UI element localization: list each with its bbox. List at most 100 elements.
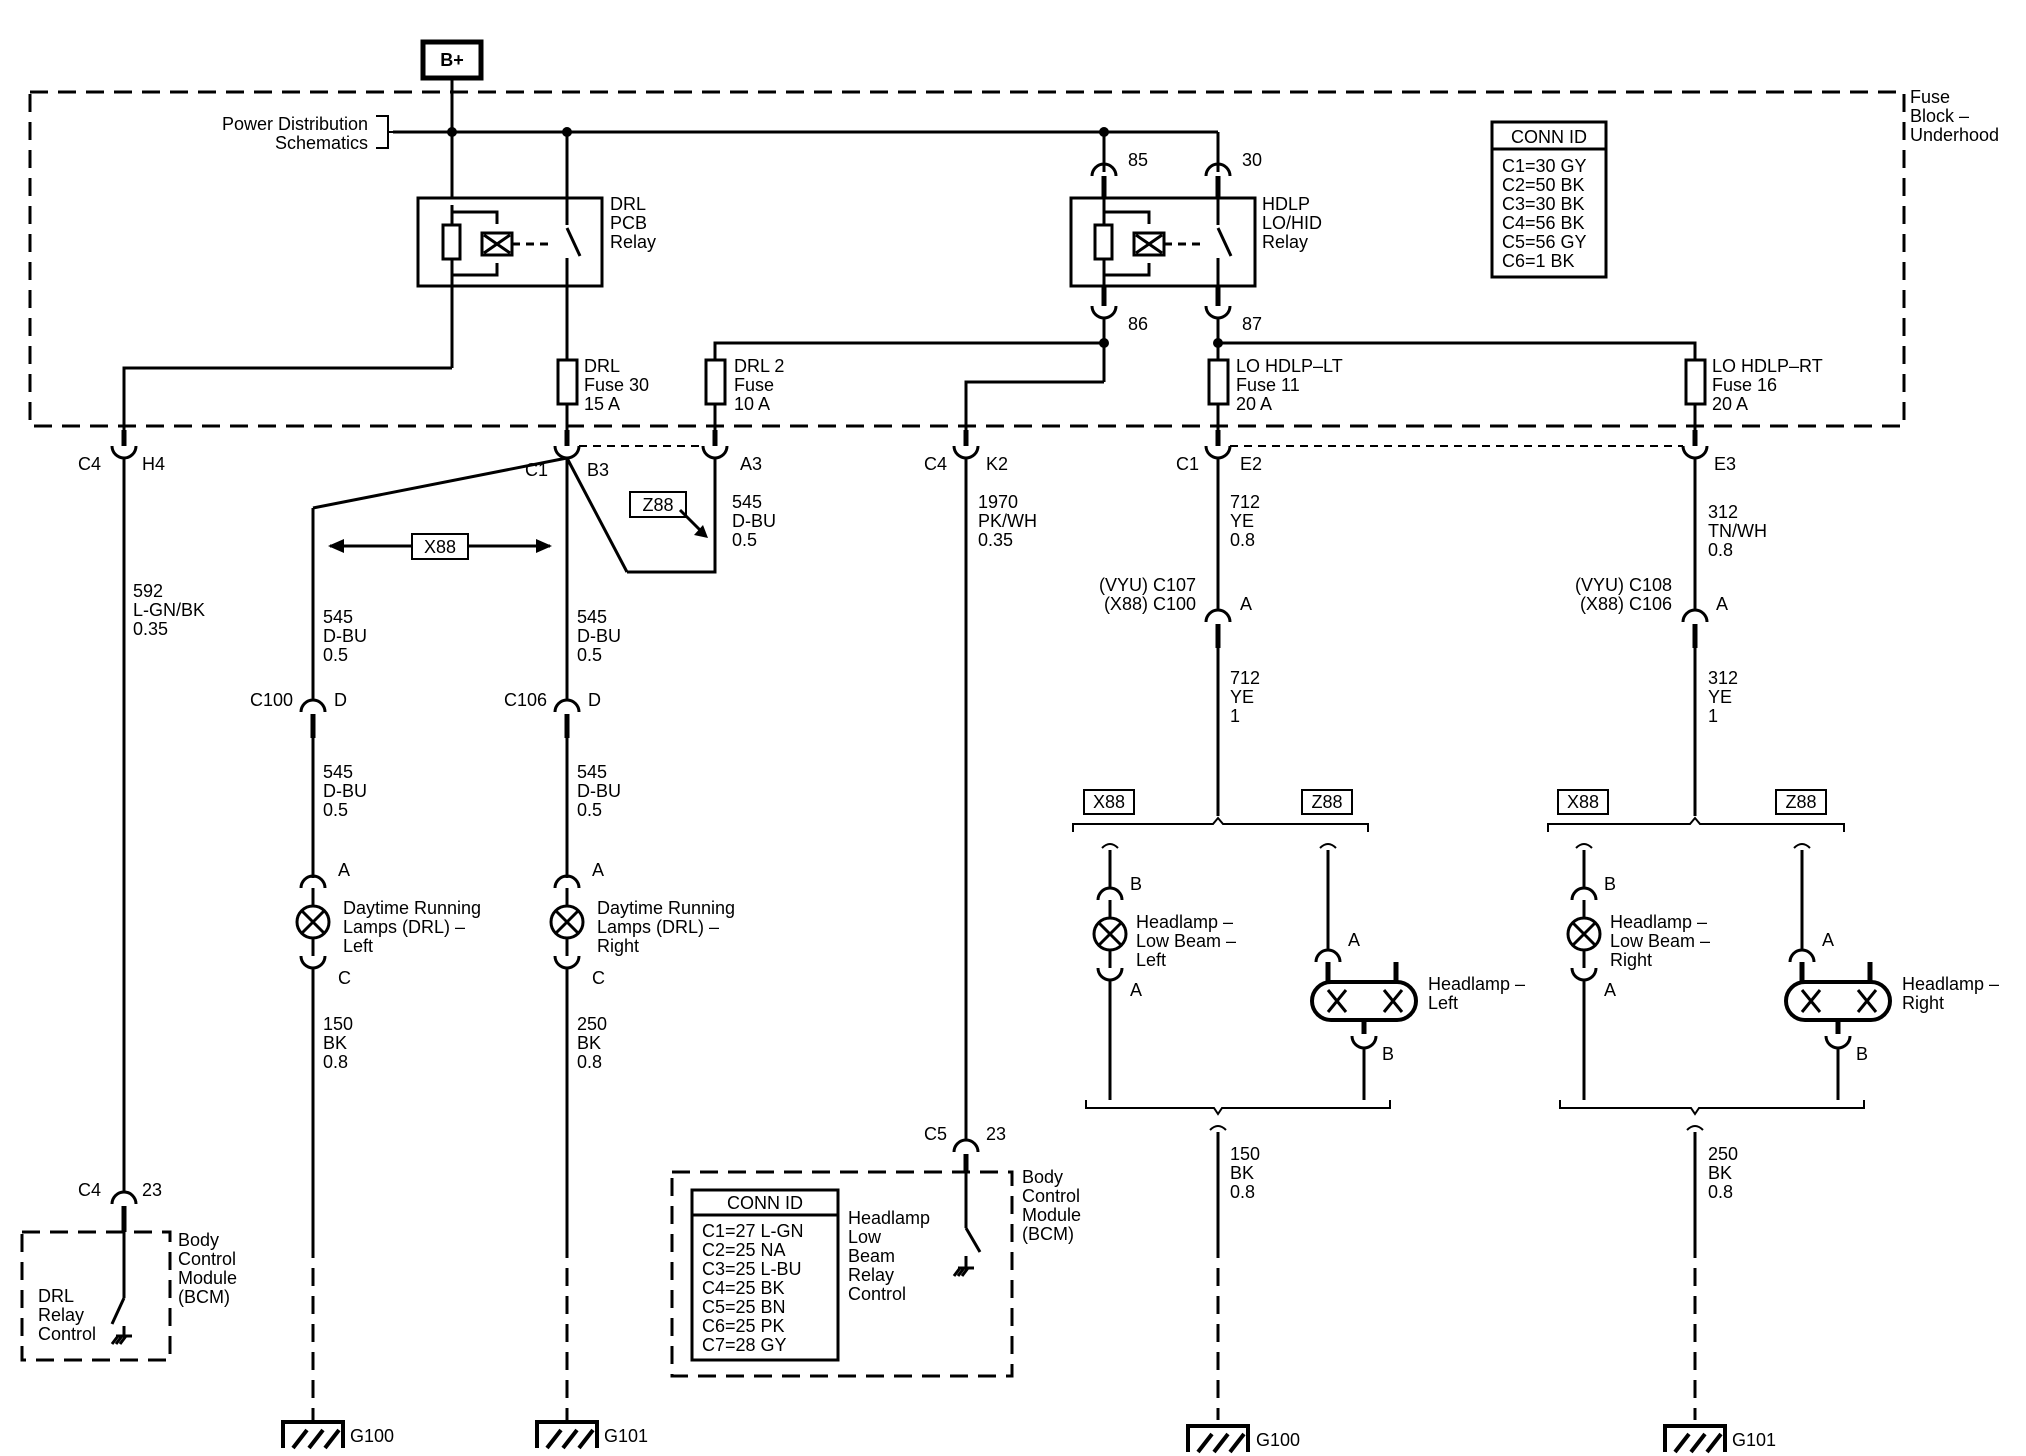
lb-right-pin-b-label: B xyxy=(1604,874,1616,894)
bcm-hl-control-2: Low xyxy=(848,1227,882,1247)
bcm-headlamp-box xyxy=(670,1170,1014,1378)
lo-hdlp-lt-fuse-label-3: 20 A xyxy=(1236,394,1272,414)
hid-right-pin-b-label: B xyxy=(1856,1044,1868,1064)
ground-g101-label: G101 xyxy=(604,1426,648,1446)
hid-right-pin-a xyxy=(1788,948,1816,963)
c108-label: (VYU) C108 xyxy=(1575,575,1672,595)
drl-z88-link xyxy=(565,457,629,573)
lb-left-label-3: Left xyxy=(1136,950,1166,970)
hid-left-pin-b xyxy=(1350,1035,1378,1050)
drl-relay-label-3: Relay xyxy=(610,232,656,252)
c100-d-connector xyxy=(299,698,327,713)
lb-left-pin-b-label: B xyxy=(1130,874,1142,894)
wire-312b-circuit: 312 xyxy=(1708,668,1738,688)
drl-left-label-2: Lamps (DRL) – xyxy=(343,917,465,937)
c107-connector xyxy=(1204,608,1232,623)
c1-e2-connector xyxy=(1204,445,1232,460)
drl-split-left xyxy=(312,456,568,510)
wire-545-right-circuit: 545 xyxy=(577,607,607,627)
wire-712a-circuit: 712 xyxy=(1230,492,1260,512)
bcm-left-label-1: Body xyxy=(178,1230,219,1250)
lb-right-label-2: Low Beam – xyxy=(1610,931,1710,951)
c106-label: C106 xyxy=(504,690,547,710)
x88-tag-right-label: X88 xyxy=(1567,792,1599,812)
conn-id-bcm-row: C6=25 PK xyxy=(702,1316,785,1336)
wire-712a-size: 0.8 xyxy=(1230,530,1255,550)
conn-id-top-title: CONN ID xyxy=(1511,127,1587,147)
lo-hdlp-rt-fuse xyxy=(1684,358,1707,406)
a3-pin: A3 xyxy=(740,454,762,474)
wire-545-z88-circuit: 545 xyxy=(732,492,762,512)
bcm-drl-box xyxy=(20,1230,172,1362)
wire-545-right-size: 0.5 xyxy=(577,645,602,665)
drl-relay-coil-x xyxy=(483,233,511,255)
hid-left-pin-b-label: B xyxy=(1382,1044,1394,1064)
drl-z88-return xyxy=(627,458,717,574)
ground-icon-g100-right xyxy=(1186,1424,1250,1454)
hid-left-pin-a-label: A xyxy=(1348,930,1360,950)
wire-545-z88-size: 0.5 xyxy=(732,530,757,550)
hid-right-label-2: Right xyxy=(1902,993,1944,1013)
drl2-fuse-label-2: Fuse xyxy=(734,375,774,395)
drl-left-pin-c-label: C xyxy=(338,968,351,988)
bcm-hl-control-4: Relay xyxy=(848,1265,894,1285)
hid-right-label-1: Headlamp – xyxy=(1902,974,1999,994)
relay-pin-85 xyxy=(1090,162,1118,177)
lb-left-top-hook xyxy=(1101,843,1119,849)
lb-left-bulb-x xyxy=(1097,921,1123,947)
bus-splice-dot-3 xyxy=(1099,127,1109,137)
drl-relay-switch xyxy=(565,227,582,257)
lo-hdlp-rt-fuse-label-1: LO HDLP–RT xyxy=(1712,356,1823,376)
conn-id-table-bcm xyxy=(690,1188,840,1362)
relay-pin-87 xyxy=(1204,305,1232,320)
lo-hdlp-bus-wire xyxy=(1218,341,1697,360)
e3-connector xyxy=(1681,445,1709,460)
z88-pointer xyxy=(678,508,704,534)
drl-left-pin-a-label: A xyxy=(338,860,350,880)
wire-312a-color: TN/WH xyxy=(1708,521,1767,541)
c5-23-connector xyxy=(952,1138,980,1153)
power-dist-label-1: Power Distribution xyxy=(222,114,368,134)
wire-545-left-color: D-BU xyxy=(323,626,367,646)
drl-right-bulb-x xyxy=(554,909,580,935)
power-dist-label-2: Schematics xyxy=(275,133,368,153)
conn-id-bcm-row: C5=25 BN xyxy=(702,1297,786,1317)
drl-right-label-3: Right xyxy=(597,936,639,956)
wire-592-circuit: 592 xyxy=(133,581,163,601)
wire-1970-color: PK/WH xyxy=(978,511,1037,531)
bcm-left-label-4: (BCM) xyxy=(178,1287,230,1307)
bcm-drl-label-2: Relay xyxy=(38,1305,84,1325)
drl-relay-label-1: DRL xyxy=(610,194,646,214)
ground-icon-g101-left xyxy=(535,1420,599,1450)
bcm-drl-ground-icon xyxy=(110,1326,132,1345)
drl-right-pin-c xyxy=(553,955,581,970)
bcm-right-label-1: Body xyxy=(1022,1167,1063,1187)
bcm-headlamp-ground-icon xyxy=(952,1256,974,1277)
wire-150-color: BK xyxy=(323,1033,347,1053)
wire-545-r2-size: 0.5 xyxy=(577,800,602,820)
drl2-fuse-label-3: 10 A xyxy=(734,394,770,414)
a3-connector xyxy=(701,445,729,460)
c107-pin: A xyxy=(1240,594,1252,614)
drl-control-to-c4 xyxy=(122,366,452,430)
lb-right-pin-a-label: A xyxy=(1604,980,1616,1000)
relay-pin-85-label: 85 xyxy=(1128,150,1148,170)
wire-1970-size: 0.35 xyxy=(978,530,1013,550)
drl-left-pin-c xyxy=(299,955,327,970)
bcm-drl-label-3: Control xyxy=(38,1324,96,1344)
z88-tag-left-label: Z88 xyxy=(1311,792,1342,812)
drl-fuse-30-label-1: DRL xyxy=(584,356,620,376)
c4-23-label: C4 xyxy=(78,1180,101,1200)
lb-right-label-1: Headlamp – xyxy=(1610,912,1707,932)
ground-icon-g100-left xyxy=(281,1420,345,1450)
battery-positive-label: B+ xyxy=(440,50,464,70)
hid-left-lamp-x xyxy=(1326,989,1404,1013)
fuse-block-label-1: Fuse xyxy=(1910,87,1950,107)
lo-hdlp-lt-fuse-label-2: Fuse 11 xyxy=(1236,375,1300,395)
z88-tag-left xyxy=(1301,789,1353,815)
lb-right-label-3: Right xyxy=(1610,950,1652,970)
hid-right-top-hook xyxy=(1793,843,1811,849)
x88-option-tag xyxy=(411,533,469,560)
hid-right-lamp-x xyxy=(1800,989,1878,1013)
hdlp-relay-resistor xyxy=(1093,223,1114,261)
